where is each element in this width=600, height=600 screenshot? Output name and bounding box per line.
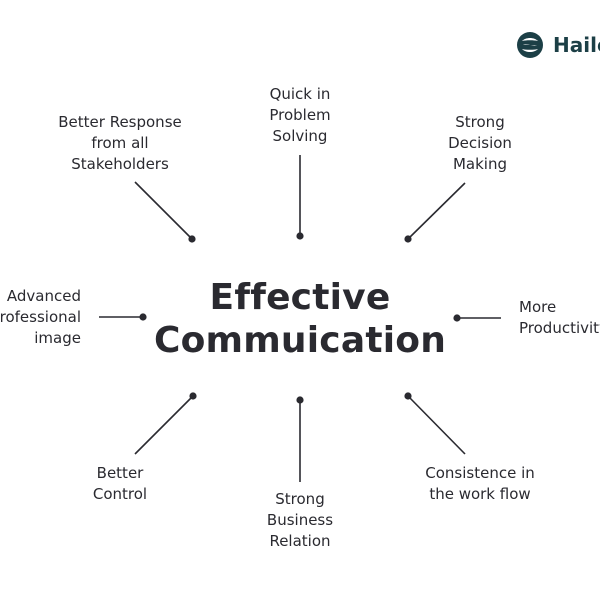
- node-response-line-2: from all: [91, 134, 149, 152]
- node-decision-line-2: Decision: [448, 134, 512, 152]
- node-quick-line-2: Problem: [269, 106, 331, 124]
- node-quick-line-1: Quick in: [269, 85, 331, 103]
- spoke-control-dot: [189, 392, 197, 400]
- node-better-control: Better Control: [70, 463, 170, 505]
- node-productivity-line-2: Productivity: [519, 319, 600, 337]
- node-response-line-1: Better Response: [58, 113, 182, 131]
- spoke-workflow: [407, 395, 466, 455]
- node-relation-line-2: Business: [266, 511, 334, 529]
- spoke-response-dot: [188, 235, 196, 243]
- node-decision-line-3: Making: [452, 155, 508, 173]
- node-business-relation: Strong Business Relation: [240, 489, 360, 552]
- node-strong-decision: Strong Decision Making: [425, 112, 535, 175]
- spoke-control: [134, 395, 194, 455]
- node-relation-line-1: Strong: [275, 490, 325, 508]
- node-advanced-image: Advanced Professional image: [0, 286, 81, 349]
- spoke-decision-dot: [404, 235, 412, 243]
- node-more-productivity: More Productivity: [519, 297, 600, 339]
- node-image-line-1: Advanced: [6, 287, 81, 305]
- brand-logo[interactable]: Haile: [516, 30, 600, 60]
- spoke-productivity-dot: [453, 314, 461, 322]
- node-control-line-1: Better: [96, 464, 144, 482]
- node-relation-line-3: Relation: [269, 532, 331, 550]
- node-quick-line-3: Solving: [272, 127, 328, 145]
- spoke-response: [134, 181, 193, 240]
- spoke-quick-dot: [296, 232, 304, 240]
- node-response-line-3: Stakeholders: [71, 155, 169, 173]
- node-control-line-2: Control: [92, 485, 148, 503]
- node-workflow-line-1: Consistence in: [425, 464, 535, 482]
- brand-name: Haile: [553, 33, 600, 57]
- center-title-line-1: Effective: [209, 277, 391, 318]
- node-workflow-line-2: the work flow: [429, 485, 531, 503]
- node-quick-problem-solving: Quick in Problem Solving: [240, 84, 360, 147]
- node-image-line-3: image: [34, 329, 81, 347]
- node-image-line-2: Professional: [0, 308, 81, 326]
- node-decision-line-1: Strong: [455, 113, 505, 131]
- spoke-relation-dot: [296, 396, 304, 404]
- brand-logo-icon: [517, 32, 543, 58]
- spoke-image-dot: [139, 313, 147, 321]
- node-productivity-line-1: More: [519, 298, 557, 316]
- center-title-line-2: Commuication: [153, 320, 447, 361]
- node-work-flow: Consistence in the work flow: [410, 463, 550, 505]
- center-title: Effective Commuication: [150, 276, 450, 362]
- node-better-response: Better Response from all Stakeholders: [45, 112, 195, 175]
- spoke-workflow-dot: [404, 392, 412, 400]
- spoke-decision: [407, 182, 466, 240]
